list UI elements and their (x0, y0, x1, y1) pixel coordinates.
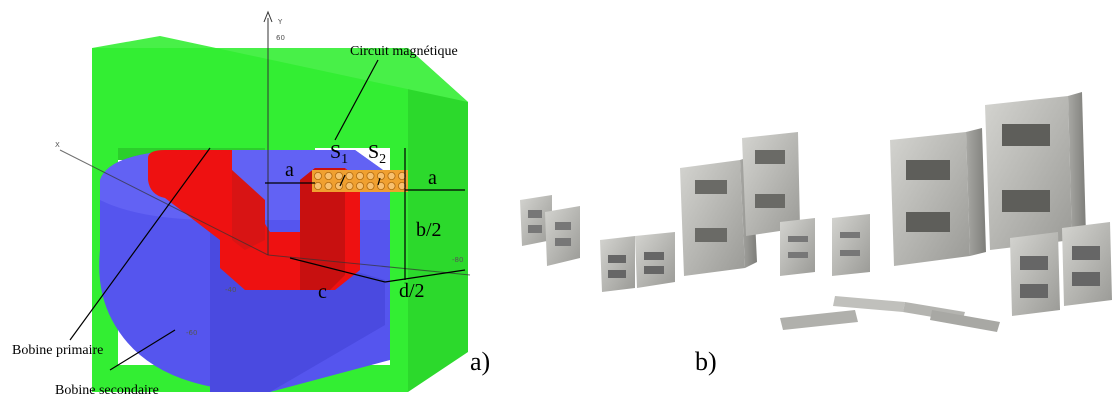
dim-a-left: a (285, 159, 294, 181)
label-bobine-primaire: Bobine primaire (12, 343, 103, 358)
axis-tick-60: -60 (186, 329, 197, 337)
dim-a-right: a (428, 167, 437, 189)
winding-conductor-dot (366, 181, 375, 190)
i-bars (780, 296, 1000, 332)
winding-conductor-dot (387, 181, 396, 190)
winding-conductor-dot (376, 171, 385, 180)
dim-b-half: b/2 (416, 219, 442, 241)
magnetic-core-top (92, 36, 468, 102)
medium-core-pair (680, 132, 800, 276)
label-bobine-secondaire: Bobine secondaire (55, 383, 159, 397)
dimension-lines (69, 59, 466, 371)
label-s1: S1 (330, 141, 348, 167)
winding-conductors (313, 171, 406, 190)
middle-cores (780, 214, 870, 276)
label-s2: S2 (368, 141, 386, 167)
small-core-pair-1 (520, 195, 580, 266)
winding-conductor-dot (345, 181, 354, 190)
core-photo (520, 92, 1112, 332)
right-core-pair (1010, 222, 1112, 316)
axis-y-tick-60: 60 (276, 34, 285, 42)
winding-conductor-dot (313, 181, 322, 190)
magnetic-core-side (408, 48, 468, 392)
dim-c: c (318, 281, 327, 303)
dim-d-half: d/2 (399, 280, 425, 302)
axis-y-label: Y (277, 18, 283, 26)
winding-conductor-dot (334, 171, 343, 180)
winding-conductor-dot (355, 181, 364, 190)
large-core-pair (890, 92, 1086, 266)
winding-conductor-dot (345, 171, 354, 180)
axis-x-label: X (55, 141, 60, 149)
axis-tick-80: -80 (452, 256, 463, 264)
primary-coil-inner (232, 170, 265, 250)
magnetic-core-front (92, 48, 408, 392)
small-core-pair-2 (600, 232, 675, 292)
winding-section (312, 170, 408, 192)
winding-conductor-dot (313, 171, 322, 180)
coordinate-axes: Y 60 X -40 -60 -80 (55, 10, 471, 337)
winding-conductor-dot (387, 171, 396, 180)
winding-conductor-dot (355, 171, 364, 180)
winding-conductor-dot (324, 171, 333, 180)
label-circuit-magnetique: Circuit magnétique (350, 44, 458, 59)
winding-conductor-dot (376, 181, 385, 190)
panel-a-labels: Circuit magnétique a S1 S2 a b/2 d/2 c B… (12, 44, 490, 398)
axis-tick-40: -40 (225, 286, 236, 294)
winding-conductor-dot (366, 171, 375, 180)
panel-label-b: b) (695, 347, 717, 376)
transformer-model: Y 60 X -40 -60 -80 (55, 10, 471, 392)
winding-conductor-dot (324, 181, 333, 190)
panel-label-a: a) (470, 347, 490, 376)
